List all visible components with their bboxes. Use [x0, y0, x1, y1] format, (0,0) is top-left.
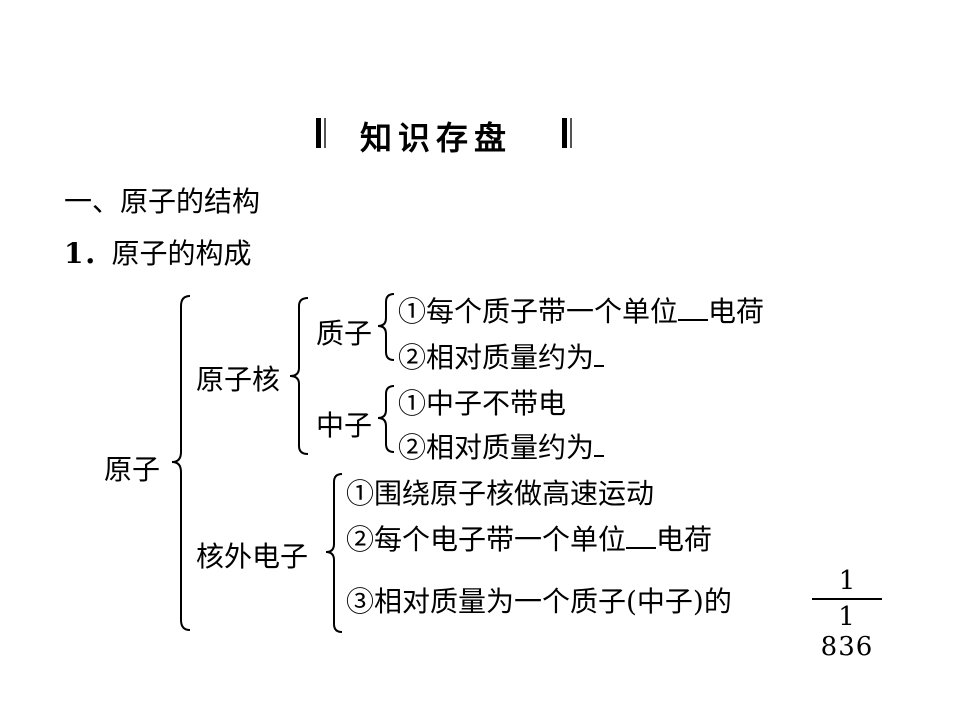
electron-item-charge-suffix: 电荷	[656, 523, 713, 556]
proton-label: 质子	[316, 317, 373, 350]
root-label: 原子	[104, 453, 161, 486]
neutron-brace	[377, 385, 395, 453]
electron-charge-blank	[626, 521, 657, 549]
proton-mass-blank	[594, 339, 605, 367]
title-right-bar	[562, 118, 576, 148]
subheading-text: 原子的构成	[111, 237, 252, 270]
neutron-item-charge: ①中子不带电	[398, 387, 567, 420]
neutron-mass-blank	[594, 429, 605, 457]
electron-item-charge-text: ②每个电子带一个单位	[346, 523, 627, 556]
subheading-number: 1．	[64, 237, 112, 270]
electron-item-motion: ①围绕原子核做高速运动	[346, 477, 655, 510]
electron-brace	[325, 473, 343, 633]
fraction-denominator: 1 836	[820, 602, 874, 662]
electron-label: 核外电子	[196, 540, 309, 573]
root-brace	[171, 295, 191, 631]
proton-brace	[377, 293, 395, 361]
proton-item-charge: ①每个质子带一个单位电荷	[398, 290, 764, 330]
neutron-item-mass-text: ②相对质量约为	[398, 431, 595, 464]
nucleus-brace	[289, 297, 309, 455]
title-left-bar	[316, 118, 330, 148]
electron-item-mass: ③相对质量为一个质子(中子)的	[346, 585, 732, 618]
proton-item-mass: ②相对质量约为	[398, 336, 605, 376]
fraction-bar	[812, 598, 882, 600]
nucleus-label: 原子核	[196, 363, 281, 396]
electron-item-charge: ②每个电子带一个单位电荷	[346, 518, 712, 558]
proton-item-charge-text: ①每个质子带一个单位	[398, 295, 679, 328]
fraction-numerator: 1	[838, 566, 856, 596]
mass-fraction: 1 1 836	[812, 566, 882, 662]
section-title: 知识存盘	[360, 119, 513, 157]
proton-item-mass-text: ②相对质量约为	[398, 341, 595, 374]
proton-item-charge-suffix: 电荷	[708, 295, 765, 328]
chapter-heading: 一、原子的结构	[64, 185, 261, 218]
neutron-label: 中子	[316, 409, 373, 442]
proton-charge-blank	[678, 293, 709, 321]
subheading: 1．原子的构成	[64, 232, 252, 272]
neutron-item-mass: ②相对质量约为	[398, 426, 605, 466]
